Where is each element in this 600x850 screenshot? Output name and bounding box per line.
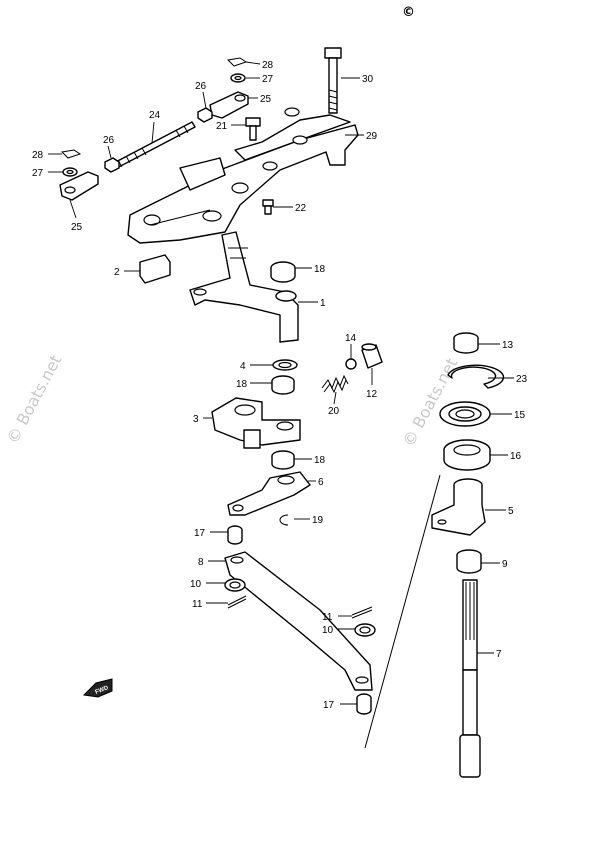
callout-18b: 18 (236, 379, 248, 390)
leaders (48, 61, 514, 705)
callout-25a: 25 (260, 94, 272, 105)
callout-27a: 27 (262, 74, 274, 85)
callout-10a: 10 (190, 579, 202, 590)
lever-8 (224, 551, 373, 691)
bolt-21 (245, 117, 261, 141)
rod-end-25-top (209, 91, 249, 119)
rod-24 (109, 121, 196, 171)
callout-25b: 25 (71, 222, 83, 233)
callout-9: 9 (502, 559, 508, 570)
bolt-30 (324, 47, 342, 114)
copyright-mark: © (402, 5, 415, 20)
washer-4 (272, 359, 298, 371)
callout-12: 12 (366, 389, 378, 400)
bearing-15 (439, 401, 491, 427)
watermark-right: © Boats.net (399, 355, 462, 450)
callout-6: 6 (318, 477, 324, 488)
ball-14 (345, 358, 357, 370)
bushing-18-mid (271, 375, 295, 395)
callout-28a: 28 (262, 60, 274, 71)
callout-28b: 28 (32, 150, 44, 161)
bracket-29 (127, 107, 359, 244)
callout-20: 20 (328, 406, 340, 417)
callout-7: 7 (496, 649, 502, 660)
callout-8: 8 (198, 557, 204, 568)
sleeve-12 (361, 343, 383, 369)
callout-21: 21 (216, 121, 228, 132)
pin-17-bottom (356, 693, 372, 715)
washer-10-left (224, 578, 246, 592)
washer-10-right (354, 623, 376, 637)
washer-27-left (62, 167, 78, 177)
callout-labels: 28 27 30 26 25 24 21 29 26 28 27 25 22 2… (32, 60, 528, 711)
nut-26-top (197, 107, 213, 123)
fwd-label: FWD (95, 685, 111, 696)
callout-17b: 17 (323, 700, 335, 711)
pin-17-top (227, 525, 243, 545)
callout-15: 15 (514, 410, 526, 421)
callout-22: 22 (295, 203, 307, 214)
callout-3: 3 (193, 414, 199, 425)
seal-16 (443, 439, 491, 471)
circlip-23 (447, 364, 505, 389)
callout-4: 4 (240, 361, 246, 372)
alignment-line (364, 474, 441, 749)
callout-18a: 18 (314, 264, 326, 275)
lever-6 (227, 471, 311, 516)
clip-28-top (226, 57, 248, 67)
callout-24: 24 (149, 110, 161, 121)
callout-2: 2 (114, 267, 120, 278)
callout-27b: 27 (32, 168, 44, 179)
clip-2 (139, 254, 171, 284)
bushing-18-top (270, 261, 296, 283)
shaft-7 (459, 579, 481, 778)
callout-26a: 26 (195, 81, 207, 92)
washer-27-top (230, 73, 246, 83)
callout-11b: 11 (322, 612, 333, 623)
arm-1 (189, 231, 299, 343)
callout-26b: 26 (103, 135, 115, 146)
watermark-left: © Boats.net (3, 352, 66, 447)
fwd-arrow-icon: FWD (82, 678, 113, 698)
callout-11a: 11 (192, 599, 203, 610)
callout-16: 16 (510, 451, 522, 462)
cotter-11-right (351, 606, 373, 619)
bolt-22 (262, 199, 274, 215)
clip-28-left (60, 149, 82, 159)
bushing-18-low (271, 450, 295, 470)
callout-1: 1 (320, 298, 326, 309)
rod-end-25-left (59, 171, 99, 201)
callout-23: 23 (516, 374, 528, 385)
spring-20 (321, 374, 349, 394)
bushing-9 (456, 549, 482, 574)
callout-30: 30 (362, 74, 374, 85)
clip-19 (279, 514, 289, 526)
nut-26-left (104, 157, 120, 173)
callout-14: 14 (345, 333, 357, 344)
callout-17a: 17 (194, 528, 206, 539)
callout-5: 5 (508, 506, 514, 517)
callout-13: 13 (502, 340, 514, 351)
callout-19: 19 (312, 515, 324, 526)
block-3 (211, 397, 301, 449)
shaft-housing-5 (431, 478, 486, 536)
cotter-11-left (227, 595, 247, 609)
plug-13 (453, 332, 479, 354)
callout-29: 29 (366, 131, 378, 142)
callout-18c: 18 (314, 455, 326, 466)
callout-10b: 10 (322, 625, 334, 636)
